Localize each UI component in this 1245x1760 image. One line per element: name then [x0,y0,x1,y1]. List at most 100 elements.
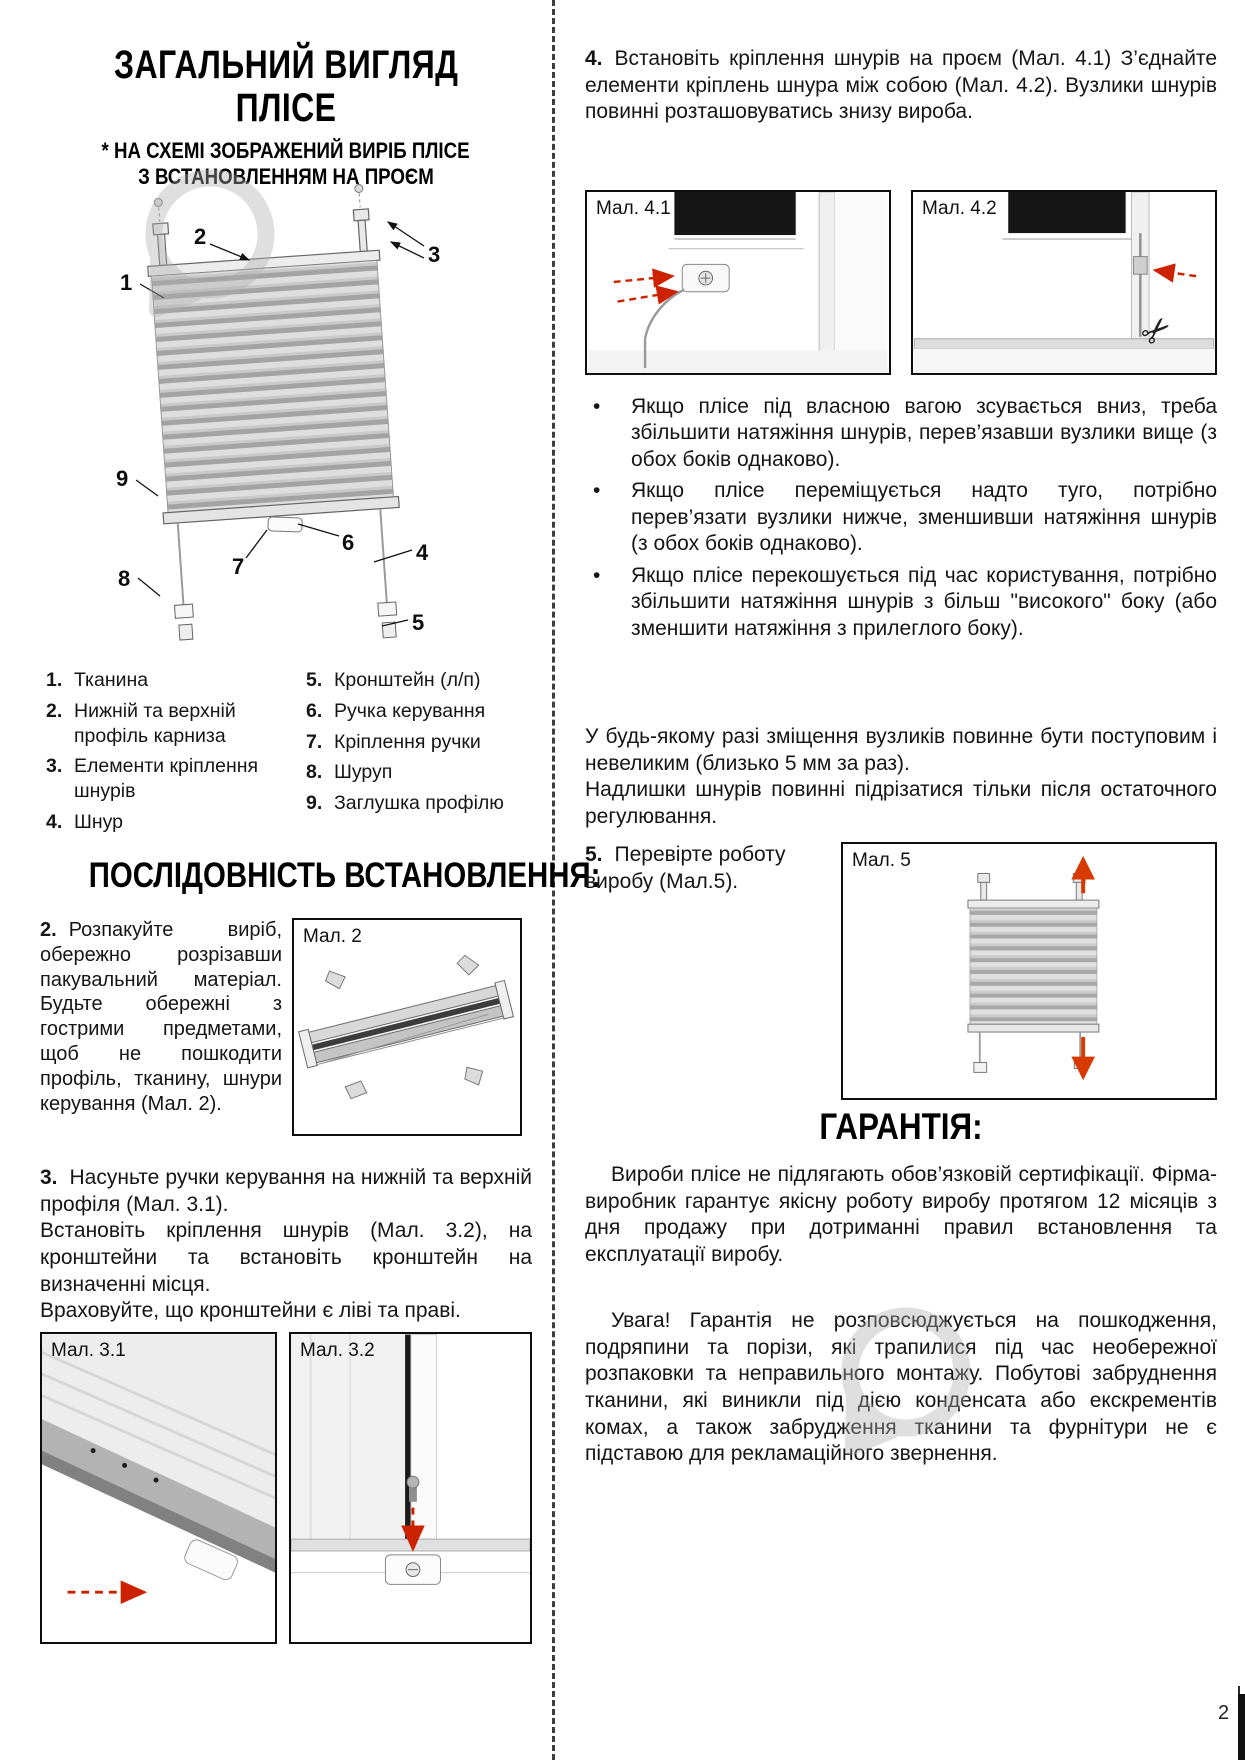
mount-hooks [152,208,370,267]
subtitle-line1: * НА СХЕМІ ЗОБРАЖЕНИЙ ВИРІБ ПЛІСЕ [40,138,532,164]
page-title-text1: ЗАГАЛЬНИЙ ВИГЛЯД [113,43,459,87]
right-bracket-cap [381,621,397,639]
figure-5: Мал. 5 [841,842,1217,1100]
diagram-label-5: 5 [412,610,424,635]
step-3-number: 3. [40,1166,58,1189]
packing-clips [324,954,484,1100]
note-line1: У будь-якому разі зміщення вузликів пови… [585,725,1217,775]
legend-text: Заглушка профілю [334,792,504,814]
legend-item: 8.Шуруп [306,760,532,785]
top-profile [967,899,1100,909]
legend-num: 3. [46,755,63,778]
page-title-text2: ПЛІСЕ [235,86,337,131]
warranty-paragraph-2: Увага! Гарантія не розповсюджується на п… [585,1309,1217,1466]
diagram-label-2: 2 [194,224,206,249]
diagram-label-8: 8 [118,566,130,591]
legend-num: 9. [306,792,323,814]
legend-text: Кронштейн (л/п) [334,669,481,691]
adjustment-bullets: • Якщо плісе під власною вагою зсуваєтьс… [585,394,1217,647]
red-arrow [617,285,679,305]
diagram-label-3: 3 [428,242,440,267]
legend-item: 5. Кронштейн (л/п) [306,668,532,693]
right-bracket [377,601,398,617]
bottom-profile [967,1023,1100,1033]
bullet-item: • Якщо плісе переміщується надто туго, п… [585,478,1217,557]
callout-numbers: 1 2 3 9 8 7 6 4 5 [116,224,440,635]
legend-text: Нижній та верхній профіль карниза [74,699,236,747]
step-3-line1: 3.Насуньте ручки керування на нижній та … [40,1165,532,1218]
step-3: 3.Насуньте ручки керування на нижній та … [40,1165,532,1325]
legend-item: 6.Ручка керування [306,699,532,724]
subtitle-line2: З ВСТАНОВЛЕННЯМ НА ПРОЄМ [40,164,532,190]
step-3-body3: Враховуйте, що кронштейни є ліві та прав… [40,1299,461,1323]
legend-text: Тканина [74,669,149,691]
bullet-item: • Якщо плісе перекошується під час корис… [585,563,1217,642]
diagram-label-4: 4 [416,540,429,565]
figure-4-1-drawing [588,192,888,373]
left-bracket [173,603,194,619]
figure-3-1: Мал. 3.1 [40,1332,277,1644]
figure-3-1-label: Мал. 3.1 [51,1340,126,1361]
legend-num: 6. [306,699,323,722]
step-5-number: 5. [585,843,603,866]
legend-col2: 5. Кронштейн (л/п) 6.Ручка керування 7. Кр… [306,668,532,841]
figure-3-1-drawing [42,1334,275,1605]
diagram-label-9: 9 [116,466,128,491]
diagram-label-1: 1 [120,270,132,295]
legend-text: Шуруп [334,761,393,784]
warranty-header: ГАРАНТІЯ: [585,1106,1217,1148]
subtitle-text2: З ВСТАНОВЛЕННЯМ НА ПРОЄМ [138,164,434,190]
pleated-fabric [969,907,1098,1025]
legend-col1: 1. Тканина 2.Нижній та верхній профіль ка… [46,668,306,841]
figure-5-label: Мал. 5 [852,850,911,871]
page-title: ЗАГАЛЬНИЙ ВИГЛЯД ПЛІСЕ [40,43,532,131]
step-2-text: 2.Розпакуйте виріб, обережно розрізавши … [40,918,292,1136]
left-cord [176,522,185,607]
legend-num: 7. [306,730,323,753]
figures-4-row: Мал. 4.1 Мал. 4.2 [585,190,1217,375]
figure-2: Мал. 2 [292,918,522,1136]
screw-icon [409,1486,417,1502]
bullet-icon: • [593,563,601,587]
step-5-text: 5.Перевірте роботу виробу (Мал.5). [585,842,833,1100]
step-2-body: Розпакуйте виріб, обережно розрізавши па… [40,919,282,1115]
legend-item: 3. Елементи кріплення шнурів [46,754,306,804]
step-5-body: Перевірте роботу виробу (Мал.5). [585,843,786,893]
screw-icon [354,183,364,193]
legend-item: 2.Нижній та верхній профіль карниза [46,699,306,749]
step-4-number: 4. [585,47,603,70]
legend-num: 5. [306,669,323,691]
legend-item: 1. Тканина [46,668,306,693]
legend-text: Елементи кріплення шнурів [74,755,259,802]
bullet-icon: • [593,479,601,503]
legend: 1. Тканина 2.Нижній та верхній профіль ка… [46,668,532,841]
step-3-body1: Насуньте ручки керування на нижній та ве… [40,1166,532,1216]
figure-3-2-drawing [291,1334,530,1585]
step-2-number: 2. [40,919,57,941]
section-header-installation: ПОСЛІДОВНІСТЬ ВСТАНОВЛЕННЯ: [40,856,601,896]
note-line2: Надлишки шнурів повинні підрізатися тіль… [585,778,1217,828]
legend-num: 1. [46,669,63,691]
figure-5-drawing [967,855,1100,1081]
right-cord [379,508,388,605]
legend-item: 7. Кріплення ручки [306,730,532,755]
legend-item: 9. Заглушка профілю [306,791,532,816]
figure-4-1-label: Мал. 4.1 [596,198,671,219]
column-divider-dashed [552,0,555,1760]
bottom-profile [162,495,400,525]
page-edge-mark [1238,1694,1245,1760]
diagram-label-6: 6 [342,530,354,555]
cord [643,288,685,339]
warranty-paragraph-1: Вироби плісе не підлягають обов’язковій … [585,1163,1217,1266]
warranty-header-text: ГАРАНТІЯ: [819,1106,983,1147]
red-arrow [613,268,675,288]
blinds-overview-diagram: 1 2 3 9 8 7 6 4 5 [116,183,440,641]
bullet-icon: • [593,395,601,418]
legend-text: Кріплення ручки [334,730,481,753]
adjustment-note: У будь-якому разі зміщення вузликів пови… [585,724,1217,831]
pleated-fabric [151,259,394,514]
figures-3-row: Мал. 3.1 Мал. 3.2 [40,1332,532,1644]
step-5: 5.Перевірте роботу виробу (Мал.5). Мал. … [585,842,1217,1100]
step-3-line2: Встановіть кріплення шнурів (Мал. 3.2), … [40,1218,532,1298]
legend-text: Шнур [74,810,124,833]
